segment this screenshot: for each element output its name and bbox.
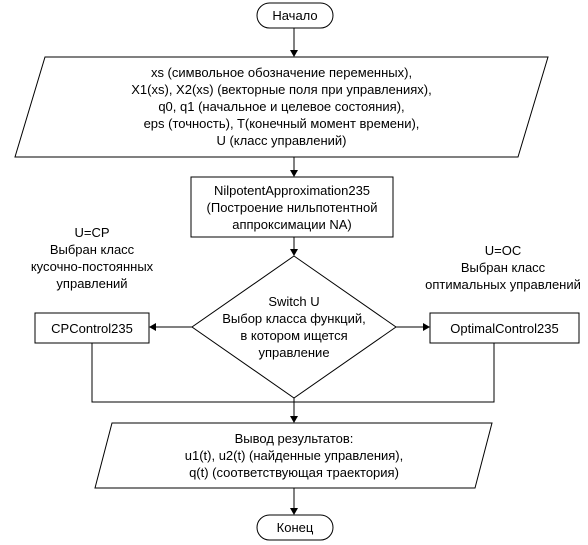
- edge-cp-to-merge: [91, 343, 294, 403]
- switch-line: Выбор класса функций,: [222, 311, 366, 326]
- input-line: eps (точность), T(конечный момент времен…: [143, 116, 420, 131]
- cp-branch-line: управлений: [56, 276, 128, 291]
- cp-branch-line: U=CP: [74, 225, 110, 240]
- nilpotent-line: (Построение нильпотентной: [206, 200, 378, 215]
- nilpotent-node-text: NilpotentApproximation235 (Построение ни…: [191, 182, 393, 233]
- switch-line: в котором ищется: [240, 328, 348, 343]
- start-node-label: Начало: [272, 8, 318, 23]
- output-node-text: Вывод результатов: u1(t), u2(t) (найденн…: [100, 430, 488, 481]
- cp-branch-line: кусочно-постоянных: [30, 259, 154, 274]
- optimal-control-shape: [429, 312, 580, 344]
- nilpotent-line: аппроксимации NA): [232, 217, 352, 232]
- switch-node-text: Switch U Выбор класса функций, в котором…: [194, 293, 394, 361]
- oc-branch-line: оптимальных управлений: [425, 277, 581, 292]
- nilpotent-process-shape: [190, 176, 394, 238]
- cp-branch-line: Выбран класс: [49, 242, 135, 257]
- arrowhead-start-to-input: [290, 50, 298, 57]
- arrowhead-switch-to-cp: [149, 323, 156, 331]
- end-node-label: Конец: [276, 520, 314, 535]
- oc-branch-line: U=OC: [484, 243, 522, 258]
- input-line: q0, q1 (начальное и целевое состояния),: [158, 99, 405, 114]
- input-line: U (класс управлений): [216, 133, 347, 148]
- edge-oc-to-merge: [294, 343, 495, 403]
- switch-line: управление: [258, 345, 330, 360]
- input-line: xs (символьное обозначение переменных),: [150, 65, 413, 80]
- input-line: X1(xs), X2(xs) (векторные поля при управ…: [131, 82, 432, 97]
- oc-branch-line: Выбран класс: [460, 260, 546, 275]
- start-terminator-shape: [256, 2, 334, 29]
- input-node-text: xs (символьное обозначение переменных), …: [30, 64, 533, 149]
- cp-control-node-label: CPControl235: [51, 321, 133, 336]
- oc-branch-label: U=OC Выбран класс оптимальных управлений: [420, 242, 586, 293]
- end-terminator-shape: [256, 514, 334, 541]
- output-line: u1(t), u2(t) (найденные управления),: [184, 448, 404, 463]
- input-parallelogram-shape: [14, 56, 549, 158]
- arrowhead-merge-to-output: [290, 416, 298, 423]
- cp-branch-label: U=CP Выбран класс кусочно-постоянных упр…: [12, 224, 172, 292]
- switch-line: Switch U: [268, 294, 320, 309]
- arrowhead-output-to-end: [290, 508, 298, 515]
- output-parallelogram-shape: [94, 422, 493, 489]
- arrowhead-switch-to-oc: [423, 323, 430, 331]
- output-line: Вывод результатов:: [234, 431, 354, 446]
- arrowhead-input-to-nilpotent: [290, 170, 298, 177]
- optimal-control-node-label: OptimalControl235: [450, 321, 559, 336]
- arrowhead-nilpotent-to-switch: [290, 249, 298, 256]
- output-line: q(t) (соответствующая траектория): [189, 465, 399, 480]
- cp-control-shape: [34, 312, 150, 344]
- nilpotent-line: NilpotentApproximation235: [213, 183, 371, 198]
